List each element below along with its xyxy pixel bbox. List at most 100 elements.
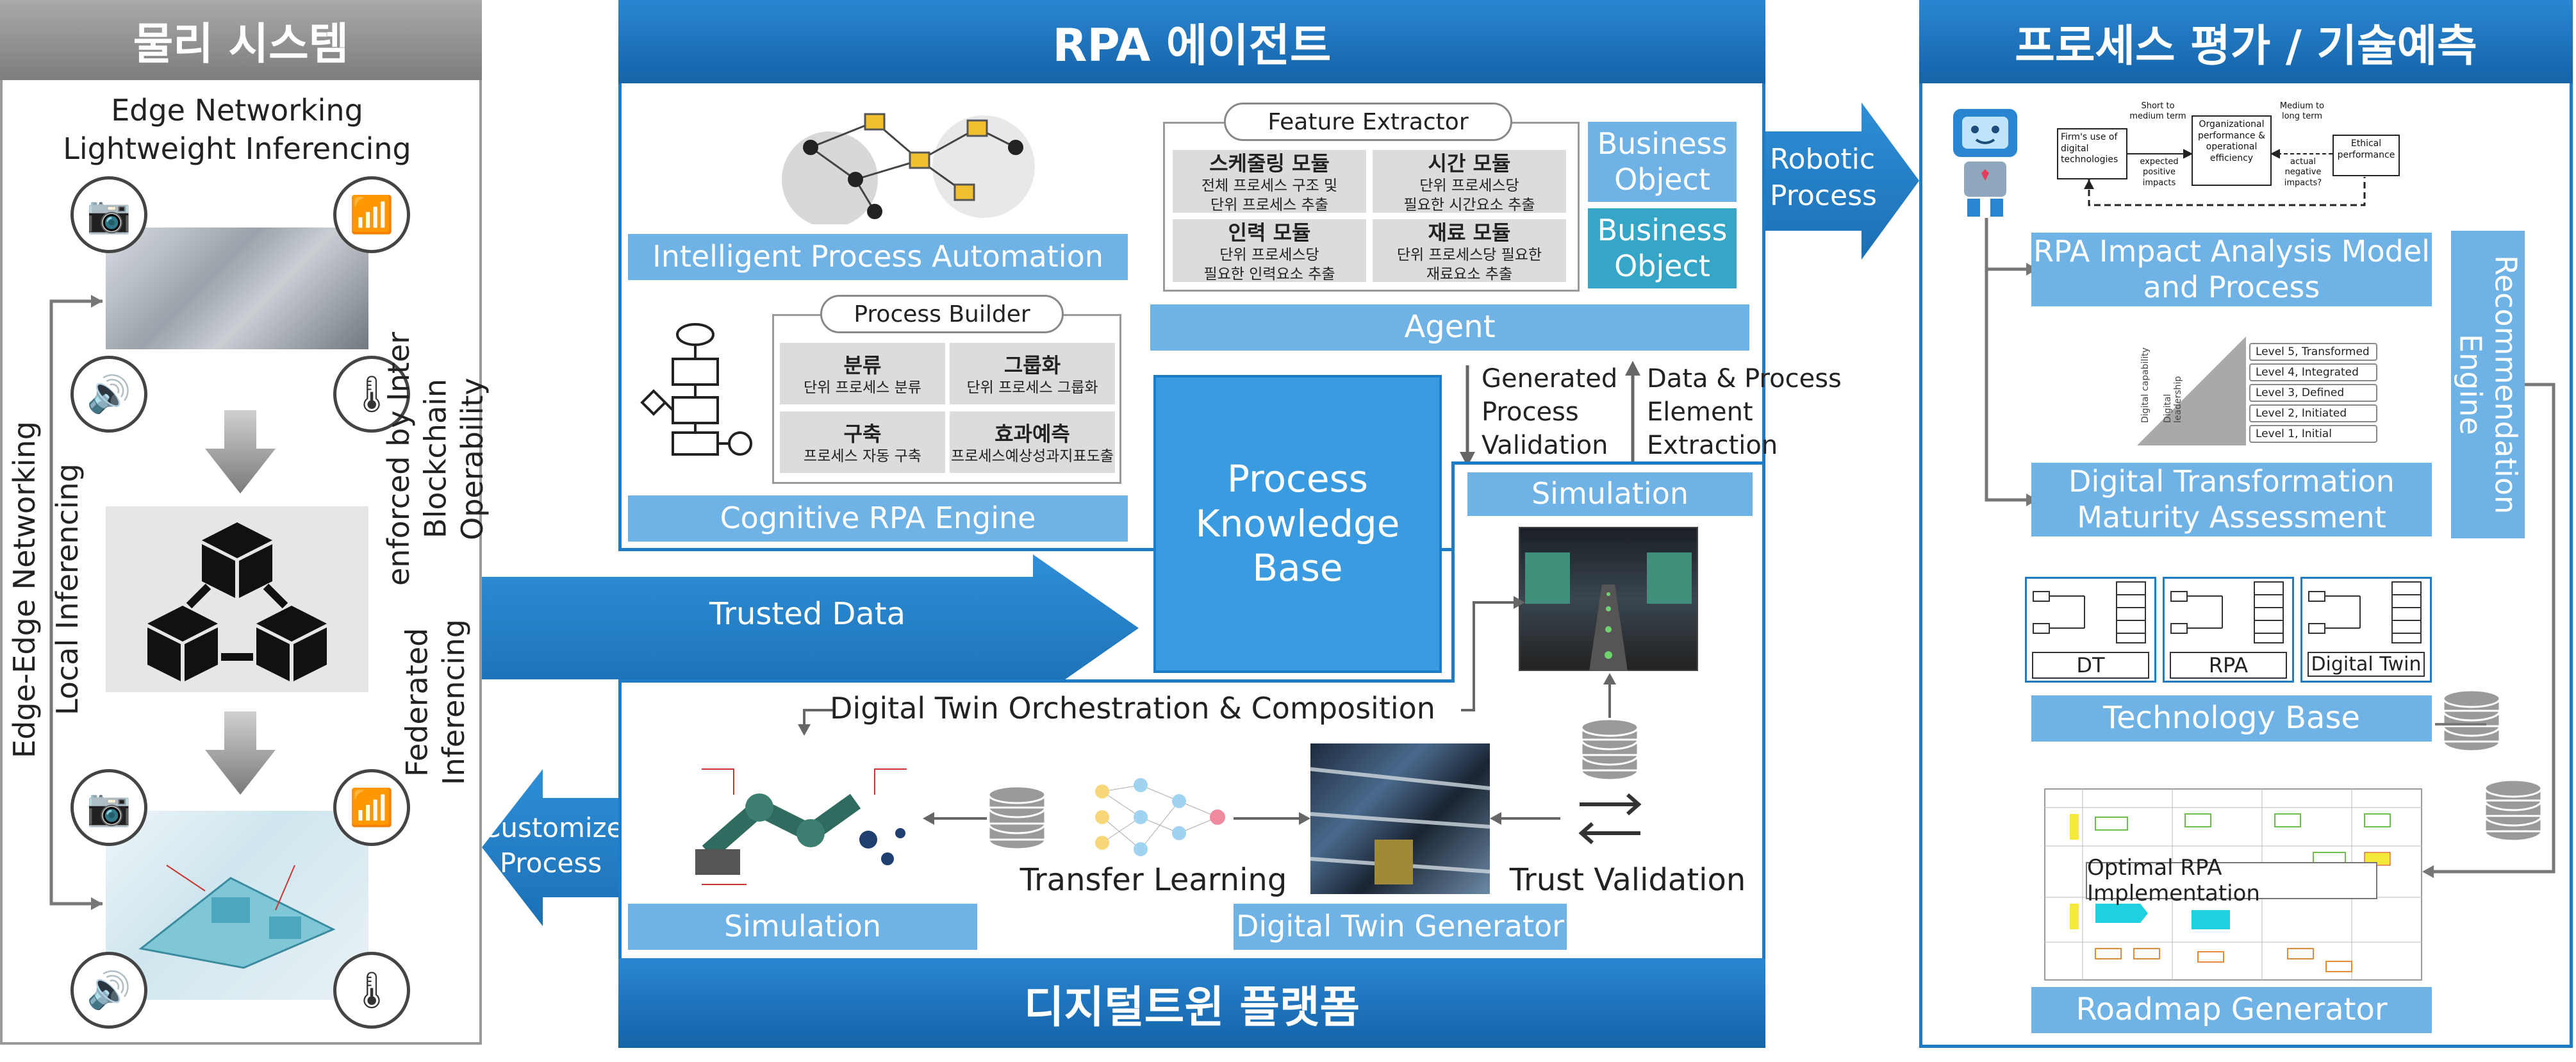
optimal-rpa-label: Optimal RPA Implementation bbox=[2086, 855, 2377, 906]
feature-cell-material-desc2: 재료요소 추출 bbox=[1426, 266, 1513, 283]
factory-line-machine bbox=[138, 865, 336, 969]
simulation-floor bbox=[1525, 552, 1692, 671]
maturity-pyramid bbox=[2137, 336, 2246, 445]
cctv-camera-icon: 📷 bbox=[70, 176, 147, 253]
trusted-data-arrow bbox=[482, 554, 1139, 702]
tech-box-dt-graphic bbox=[2033, 581, 2146, 643]
builder-cell-build-desc: 프로세스 자동 구축 bbox=[804, 448, 921, 465]
maturity-level-5: Level 5, Transformed bbox=[2249, 343, 2377, 361]
tech-box-dt: DT bbox=[2025, 577, 2156, 683]
maturity-level-1: Level 1, Initial bbox=[2249, 425, 2377, 443]
business-object-2: Business Object bbox=[1588, 208, 1737, 288]
builder-cell-classify: 분류 단위 프로세스 분류 bbox=[779, 342, 946, 406]
physical-system-title: 물리 시스템 bbox=[0, 0, 482, 80]
feature-cell-material: 재료 모듈 단위 프로세스당 필요한 재료요소 추출 bbox=[1371, 218, 1567, 283]
feature-cell-time-title: 시간 모듈 bbox=[1428, 151, 1511, 176]
builder-cell-predict-desc: 프로세스예상성과지표도출 bbox=[951, 448, 1114, 465]
feature-cell-material-desc1: 단위 프로세스당 필요한 bbox=[1396, 247, 1542, 264]
maturity-assessment-label: Digital Transformation Maturity Assessme… bbox=[2031, 463, 2432, 536]
feature-cell-labor-title: 인력 모듈 bbox=[1228, 220, 1311, 245]
db-to-sim-arrow bbox=[923, 812, 987, 825]
lightweight-inferencing-label: Lightweight Inferencing bbox=[63, 131, 411, 166]
recommendation-engine: Recommendation Engine bbox=[2451, 231, 2525, 538]
rpa-agent-title: RPA 에이전트 bbox=[618, 0, 1765, 83]
federated-inferencing-label: Federated Inferencing enforced by Inter … bbox=[381, 301, 490, 788]
customize-process-arrow bbox=[482, 769, 620, 926]
robotic-process-arrow bbox=[1765, 103, 1919, 260]
builder-cell-predict-title: 효과예측 bbox=[995, 422, 1070, 447]
feature-cell-material-title: 재료 모듈 bbox=[1428, 220, 1511, 245]
database-icon-2 bbox=[1580, 718, 1639, 781]
recommendation-engine-text: Recommendation Engine bbox=[2453, 254, 2523, 515]
tech-box-dt-label: DT bbox=[2032, 652, 2149, 679]
builder-cell-classify-desc: 단위 프로세스 분류 bbox=[804, 379, 921, 397]
thermometer-icon: 🌡 bbox=[333, 356, 410, 433]
edge-edge-networking-text: Edge-Edge Networking bbox=[7, 421, 42, 758]
builder-cell-build: 구축 프로세스 자동 구축 bbox=[779, 410, 946, 474]
robot-avatar bbox=[1948, 103, 2022, 218]
roadmap-generator-label: Roadmap Generator bbox=[2031, 987, 2432, 1033]
trusted-data-label: Trusted Data bbox=[709, 596, 906, 632]
business-object-1: Business Object bbox=[1588, 122, 1737, 202]
impact-diagram-connectors bbox=[2084, 149, 2366, 206]
cctv-camera-icon-2: 📷 bbox=[70, 769, 147, 846]
feature-extractor-title: Feature Extractor bbox=[1224, 103, 1512, 141]
evaluation-left-connector bbox=[1985, 218, 2038, 506]
trust-validation-label: Trust Validation bbox=[1509, 862, 1746, 898]
robot-arm-illustration bbox=[695, 768, 907, 885]
impact-medium-long: Medium to long term bbox=[2279, 101, 2325, 122]
rpa-impact-label: RPA Impact Analysis Model and Process bbox=[2031, 233, 2432, 306]
tech-box-digital-twin-label: Digital Twin bbox=[2308, 652, 2425, 677]
digital-twin-title: 디지털트윈 플랫폼 bbox=[618, 958, 1765, 1048]
maturity-level-2: Level 2, Initiated bbox=[2249, 404, 2377, 422]
maturity-level-3: Level 3, Defined bbox=[2249, 384, 2377, 402]
robot-icon bbox=[1953, 109, 2017, 217]
technology-base-label: Technology Base bbox=[2031, 695, 2432, 742]
transfer-learning-label: Transfer Learning bbox=[1020, 862, 1287, 898]
builder-cell-group-desc: 단위 프로세스 그룹화 bbox=[966, 379, 1098, 397]
orchestration-connector bbox=[798, 596, 1525, 736]
federated-line1: Federated Inferencing bbox=[399, 619, 472, 786]
neural-network-icon bbox=[1095, 778, 1225, 856]
builder-cell-classify-title: 분류 bbox=[843, 353, 882, 378]
feature-cell-time: 시간 모듈 단위 프로세스당 필요한 시간요소 추출 bbox=[1371, 149, 1567, 214]
trust-to-generator-arrow bbox=[1490, 812, 1560, 825]
process-knowledge-base: Process Knowledge Base bbox=[1153, 375, 1442, 673]
feature-cell-scheduling-title: 스케줄링 모듈 bbox=[1209, 151, 1330, 176]
nn-to-generator-arrow bbox=[1234, 812, 1310, 825]
feature-cell-labor: 인력 모듈 단위 프로세스당 필요한 인력요소 추출 bbox=[1171, 218, 1367, 283]
customize-process-label: Customize Process bbox=[482, 812, 623, 879]
network-graph-icon bbox=[782, 113, 1035, 224]
feature-cell-time-desc1: 단위 프로세스당 bbox=[1419, 178, 1519, 195]
database-icon-1 bbox=[987, 785, 1046, 850]
database-icon-3 bbox=[2442, 689, 2501, 752]
maturity-axis-capability-text: Digital capability bbox=[2140, 347, 2151, 423]
federated-line2: enforced by Inter Blockchain Operability bbox=[381, 331, 490, 586]
wifi-router-icon: 📶 bbox=[333, 176, 410, 253]
builder-cell-build-title: 구축 bbox=[843, 422, 882, 447]
impact-node-ethical: Ethical performance bbox=[2332, 135, 2400, 176]
factory-photo-top bbox=[106, 228, 368, 349]
tech-box-digital-twin-graphic bbox=[2308, 581, 2422, 643]
sound-sensor-icon: 🔊 bbox=[70, 356, 147, 433]
edge-edge-networking-label: Edge-Edge Networking bbox=[5, 410, 44, 769]
simulation-bottom-label: Simulation bbox=[628, 904, 977, 950]
maturity-axis-capability: Digital capability bbox=[2140, 346, 2153, 423]
orchestration-label: Digital Twin Orchestration & Composition bbox=[830, 691, 1435, 726]
impact-expected-positive: expected positive impacts bbox=[2140, 157, 2179, 188]
digital-twin-generator-label: Digital Twin Generator bbox=[1234, 904, 1567, 950]
agent-label: Agent bbox=[1150, 304, 1749, 351]
intelligent-process-automation-label: Intelligent Process Automation bbox=[628, 234, 1128, 280]
impact-actual-negative: actual negative impacts? bbox=[2284, 157, 2322, 188]
simulation-top-label: Simulation bbox=[1467, 472, 1753, 516]
maturity-axis-leadership: Digital leadership bbox=[2163, 346, 2183, 423]
db-up-arrow bbox=[1603, 673, 1616, 718]
impact-node-org: Organizational performance & operational… bbox=[2192, 115, 2272, 186]
tech-box-rpa-graphic bbox=[2170, 581, 2284, 643]
feature-cell-scheduling-desc1: 전체 프로세스 구조 및 bbox=[1201, 178, 1338, 195]
tech-box-digital-twin: Digital Twin bbox=[2300, 577, 2432, 683]
down-arrow-2 bbox=[205, 711, 276, 795]
edge-networking-label: Edge Networking bbox=[111, 93, 363, 128]
builder-cell-group-title: 그룹화 bbox=[1003, 353, 1061, 378]
evaluation-title: 프로세스 평가 / 기술예측 bbox=[1919, 0, 2573, 83]
